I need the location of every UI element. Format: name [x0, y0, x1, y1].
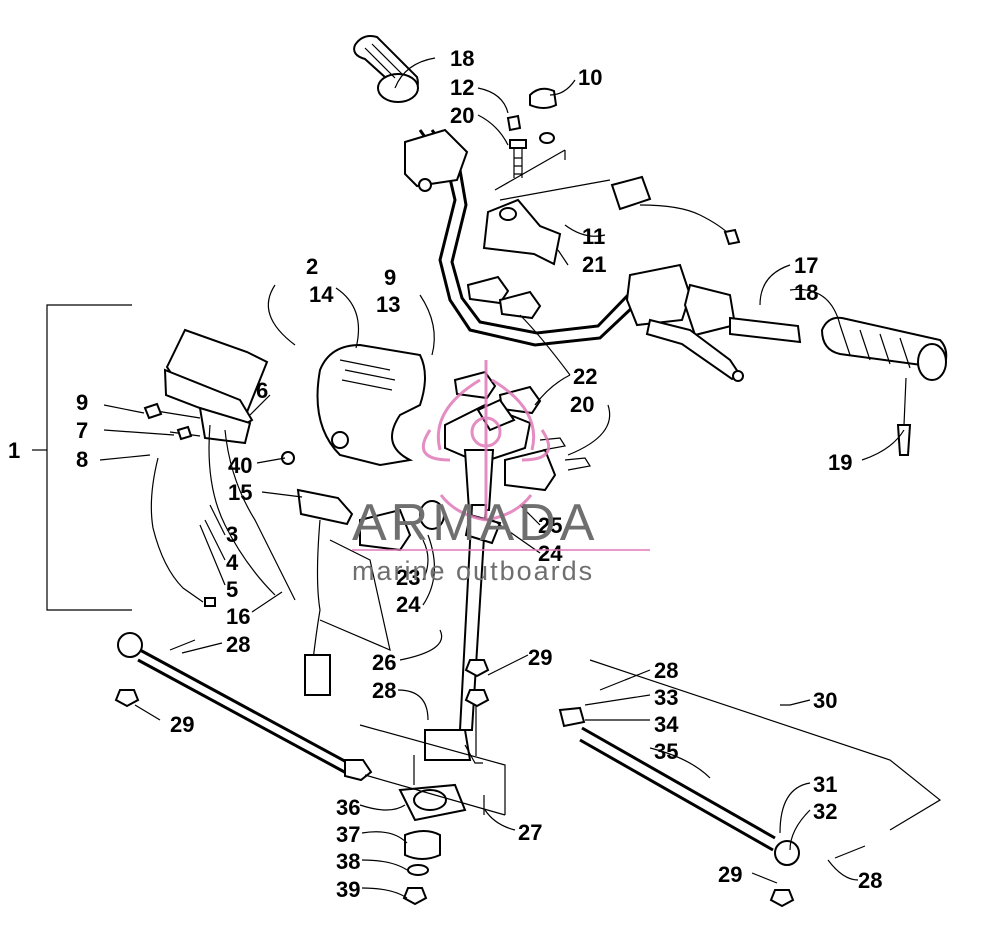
watermark: ARMADA marine outboards [352, 360, 650, 586]
callout-7: 7 [76, 418, 88, 443]
handlebar [404, 128, 637, 347]
callout-29: 29 [170, 712, 194, 737]
callout-22: 22 [573, 364, 597, 389]
callout-13: 13 [376, 292, 400, 317]
callout-11: 11 [582, 224, 605, 249]
callout-21: 21 [582, 252, 606, 277]
callout-37: 37 [336, 822, 360, 847]
callout-28: 28 [226, 632, 250, 657]
callout-1: 1 [8, 438, 20, 463]
callout-30: 30 [813, 688, 837, 713]
callout-34: 34 [654, 712, 679, 737]
callout-labels: 1 2 14 9 13 6 9 7 8 40 15 3 4 5 16 28 29… [8, 46, 882, 902]
callout-4: 4 [226, 550, 239, 575]
callout-32: 32 [813, 799, 837, 824]
leader-lines [32, 57, 905, 899]
clamps-lower [359, 437, 591, 552]
throttle-brake-assembly [625, 263, 802, 382]
callout-12: 12 [450, 75, 474, 100]
callout-15: 15 [228, 480, 252, 505]
callout-24: 24 [396, 592, 421, 617]
callout-33: 33 [654, 685, 678, 710]
handlebar-switch-module [296, 488, 391, 696]
callout-29: 29 [528, 645, 552, 670]
callout-40: 40 [228, 453, 252, 478]
callout-25: 25 [538, 513, 562, 538]
callout-5: 5 [226, 577, 238, 602]
callout-28: 28 [654, 658, 678, 683]
callout-20: 20 [570, 392, 594, 417]
callout-35: 35 [654, 739, 678, 764]
callout-27: 27 [518, 820, 542, 845]
parts-drawing [114, 35, 948, 908]
callout-14: 14 [309, 282, 334, 307]
callout-26: 26 [372, 650, 396, 675]
watermark-logo-anchor [421, 360, 551, 522]
callout-10: 10 [578, 65, 602, 90]
callout-18: 18 [794, 280, 818, 305]
callout-23: 23 [396, 565, 420, 590]
clamp-blocks-upper [453, 275, 542, 415]
callout-9: 9 [384, 265, 396, 290]
callout-2: 2 [306, 254, 318, 279]
steering-lower-bearing [359, 659, 506, 906]
callout-24: 24 [538, 541, 563, 566]
switch-with-wire [610, 175, 741, 246]
callout-16: 16 [226, 604, 250, 629]
small-hardware-top [494, 87, 611, 201]
callout-8: 8 [76, 447, 88, 472]
headlight-housing [143, 328, 269, 445]
watermark-tagline: marine outboards [352, 556, 594, 586]
callout-36: 36 [336, 795, 360, 820]
callout-20: 20 [450, 103, 474, 128]
callout-28: 28 [858, 868, 882, 893]
callout-18: 18 [450, 46, 474, 71]
tie-rod-right [558, 659, 942, 908]
callout-9: 9 [76, 390, 88, 415]
callout-19: 19 [828, 450, 852, 475]
dash-cover [281, 343, 426, 467]
callout-17: 17 [794, 253, 818, 278]
left-grip [353, 35, 419, 103]
mount-bracket [482, 198, 562, 266]
wiring-harness-left [150, 424, 296, 607]
right-grip [820, 316, 948, 456]
watermark-brand: ARMADA [352, 494, 598, 552]
callout-31: 31 [813, 772, 837, 797]
tie-rod-left [114, 632, 373, 782]
callout-6: 6 [256, 378, 268, 403]
callout-28: 28 [372, 678, 396, 703]
callout-39: 39 [336, 877, 360, 902]
callout-3: 3 [226, 522, 238, 547]
callout-38: 38 [336, 849, 360, 874]
callout-29: 29 [718, 862, 742, 887]
